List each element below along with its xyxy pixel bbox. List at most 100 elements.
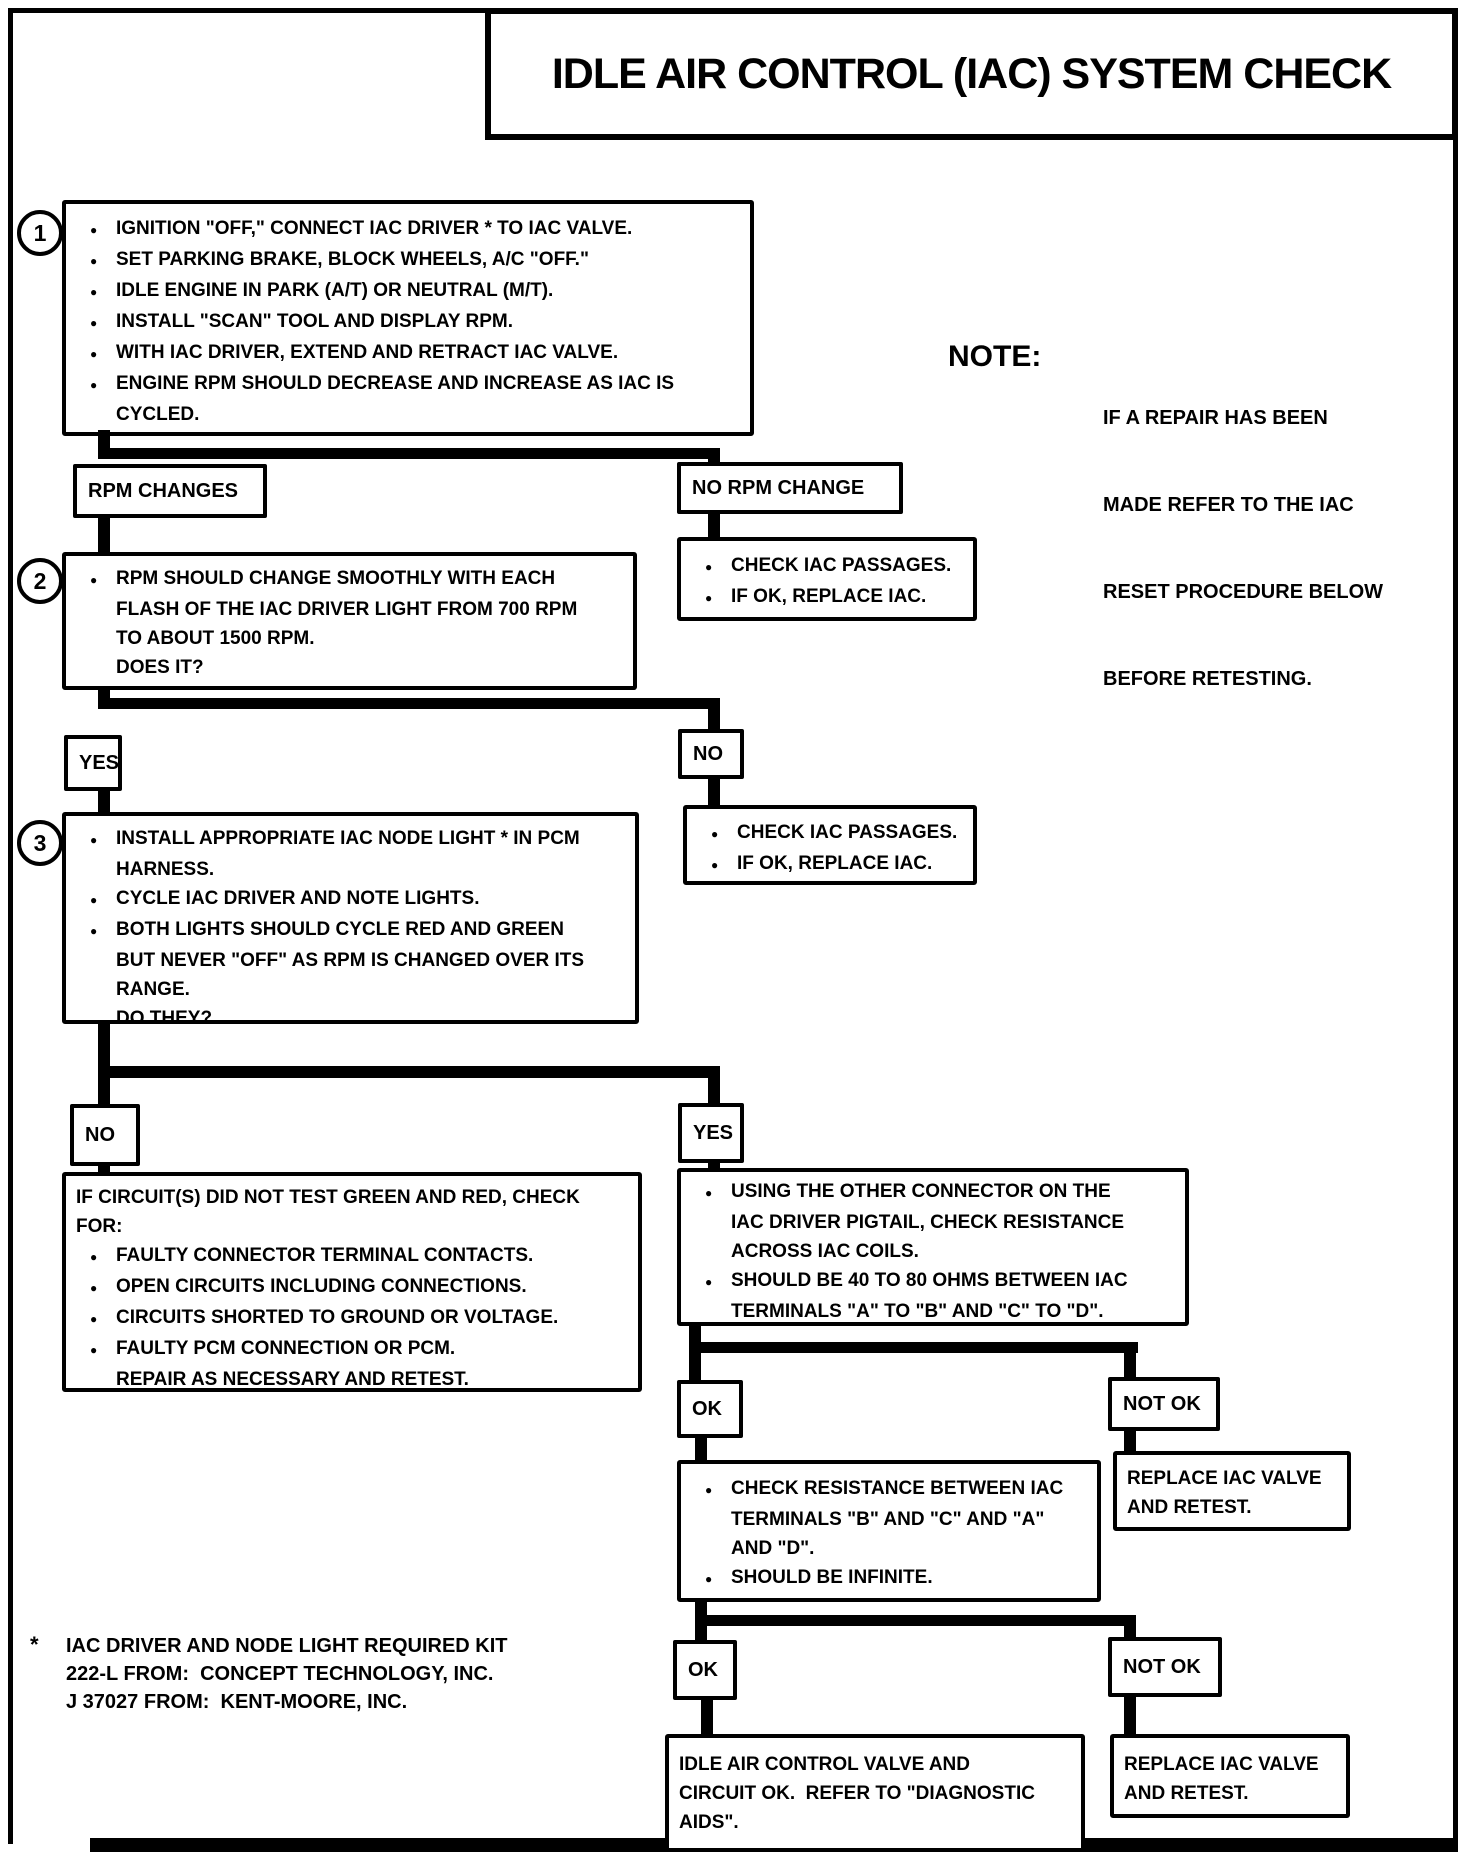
terminal-resistance-line: SHOULD BE INFINITE. <box>731 1567 933 1588</box>
bullet-icon <box>90 307 116 338</box>
footnote-line: IAC DRIVER AND NODE LIGHT REQUIRED KIT <box>66 1635 508 1657</box>
check-iac-line: IF OK, REPLACE IAC. <box>737 853 933 874</box>
bullet-icon <box>705 551 731 582</box>
connector-line <box>708 698 720 731</box>
asterisk-icon: * <box>30 1632 39 1657</box>
connector-line <box>1124 1695 1136 1736</box>
circuit-fault-line: OPEN CIRCUITS INCLUDING CONNECTIONS. <box>116 1276 527 1297</box>
step2-line: DOES IT? <box>116 657 204 678</box>
bullet-icon <box>90 915 116 946</box>
page-title: IDLE AIR CONTROL (IAC) SYSTEM CHECK <box>551 49 1392 98</box>
step2-line: FLASH OF THE IAC DRIVER LIGHT FROM 700 R… <box>116 599 578 620</box>
connector-line <box>708 448 720 466</box>
check-iac-line: CHECK IAC PASSAGES. <box>731 555 952 576</box>
step2-line: RPM SHOULD CHANGE SMOOTHLY WITH EACH <box>116 568 556 589</box>
replace-iac-valve-box-2: REPLACE IAC VALVE AND RETEST. <box>1110 1734 1350 1818</box>
step1-line: CYCLED. <box>116 404 200 425</box>
bullet-icon <box>90 276 116 307</box>
connector-line <box>98 789 110 814</box>
circuit-fault-line: IF CIRCUIT(S) DID NOT TEST GREEN AND RED… <box>76 1187 580 1208</box>
step3-line: BOTH LIGHTS SHOULD CYCLE RED AND GREEN <box>116 919 564 940</box>
connector-line <box>708 512 720 539</box>
connector-line <box>98 516 110 554</box>
coil-resistance-line: IAC DRIVER PIGTAIL, CHECK RESISTANCE <box>731 1212 1125 1233</box>
connector-line <box>98 698 720 709</box>
note-line: RESET PROCEDURE BELOW <box>1103 581 1384 603</box>
step-1-box: IGNITION "OFF," CONNECT IAC DRIVER * TO … <box>62 200 754 436</box>
bullet-icon <box>711 818 737 849</box>
connector-line <box>1124 1429 1136 1453</box>
connector-line <box>1124 1342 1136 1380</box>
connector-line <box>98 1066 720 1078</box>
bullet-icon <box>705 1266 731 1297</box>
step1-line: ENGINE RPM SHOULD DECREASE AND INCREASE … <box>116 373 675 394</box>
note-line: MADE REFER TO THE IAC <box>1103 494 1354 516</box>
step3-line: DO THEY? <box>116 1008 213 1029</box>
decision-yes-2: YES <box>678 1103 744 1163</box>
connector-line <box>1124 1615 1136 1639</box>
diagnostic-aids-line: IDLE AIR CONTROL VALVE AND <box>679 1754 970 1775</box>
coil-resistance-line: SHOULD BE 40 TO 80 OHMS BETWEEN IAC <box>731 1270 1128 1291</box>
connector-line <box>689 1342 1138 1353</box>
bullet-icon <box>705 1563 731 1594</box>
terminal-resistance-line: CHECK RESISTANCE BETWEEN IAC <box>731 1478 1064 1499</box>
step3-line: CYCLE IAC DRIVER AND NOTE LIGHTS. <box>116 888 480 909</box>
decision-ok-1: OK <box>677 1380 743 1438</box>
bullet-icon <box>90 338 116 369</box>
decision-rpm-changes: RPM CHANGES <box>73 464 267 518</box>
note-text: IF A REPAIR HAS BEEN MADE REFER TO THE I… <box>1103 346 1383 752</box>
connector-line <box>695 1615 707 1642</box>
bullet-icon <box>705 1177 731 1208</box>
note-line: BEFORE RETESTING. <box>1103 668 1312 690</box>
step1-line: INSTALL "SCAN" TOOL AND DISPLAY RPM. <box>116 311 514 332</box>
step1-line: IGNITION "OFF," CONNECT IAC DRIVER * TO … <box>116 218 633 239</box>
step-3-box: INSTALL APPROPRIATE IAC NODE LIGHT * IN … <box>62 812 639 1029</box>
check-iac-line: CHECK IAC PASSAGES. <box>737 822 958 843</box>
decision-no-1: NO <box>678 729 744 779</box>
diagnostic-aids-box: IDLE AIR CONTROL VALVE AND CIRCUIT OK. R… <box>665 1734 1085 1852</box>
step3-line: BUT NEVER "OFF" AS RPM IS CHANGED OVER I… <box>116 950 585 971</box>
bullet-icon <box>90 1272 116 1303</box>
replace-valve-line: REPLACE IAC VALVE <box>1127 1468 1322 1489</box>
bullet-icon <box>90 214 116 245</box>
circuit-fault-check-box: IF CIRCUIT(S) DID NOT TEST GREEN AND RED… <box>62 1172 642 1392</box>
bullet-icon <box>705 582 731 613</box>
connector-line <box>695 1436 707 1462</box>
terminal-resistance-box: CHECK RESISTANCE BETWEEN IAC TERMINALS "… <box>677 1460 1101 1602</box>
step-2-box: RPM SHOULD CHANGE SMOOTHLY WITH EACH FLA… <box>62 552 637 690</box>
check-iac-line: IF OK, REPLACE IAC. <box>731 586 927 607</box>
connector-line <box>98 1022 110 1108</box>
decision-yes-1: YES <box>64 735 122 791</box>
bullet-icon <box>90 1241 116 1272</box>
step3-line: RANGE. <box>116 979 190 1000</box>
footnote-line: J 37027 FROM: KENT-MOORE, INC. <box>66 1691 408 1713</box>
decision-not-ok-2: NOT OK <box>1108 1637 1222 1697</box>
circuit-fault-line: REPAIR AS NECESSARY AND RETEST. <box>116 1369 469 1390</box>
title-box: IDLE AIR CONTROL (IAC) SYSTEM CHECK <box>485 8 1458 140</box>
coil-resistance-line: ACROSS IAC COILS. <box>731 1241 919 1262</box>
replace-iac-valve-box-1: REPLACE IAC VALVE AND RETEST. <box>1113 1451 1351 1531</box>
decision-no-2: NO <box>70 1104 140 1166</box>
step1-line: WITH IAC DRIVER, EXTEND AND RETRACT IAC … <box>116 342 619 363</box>
coil-resistance-line: TERMINALS "A" TO "B" AND "C" TO "D". <box>731 1301 1104 1322</box>
step-1-badge: 1 <box>17 210 63 256</box>
decision-ok-2: OK <box>673 1640 737 1700</box>
step2-line: TO ABOUT 1500 RPM. <box>116 628 315 649</box>
replace-valve-line: AND RETEST. <box>1124 1783 1249 1804</box>
circuit-fault-line: CIRCUITS SHORTED TO GROUND OR VOLTAGE. <box>116 1307 559 1328</box>
check-iac-passages-box-a: CHECK IAC PASSAGES. IF OK, REPLACE IAC. <box>677 537 977 621</box>
connector-line <box>689 1342 701 1382</box>
decision-not-ok-1: NOT OK <box>1108 1377 1220 1431</box>
footnote: IAC DRIVER AND NODE LIGHT REQUIRED KIT 2… <box>66 1632 508 1716</box>
bullet-icon <box>90 824 116 855</box>
circuit-fault-line: FAULTY PCM CONNECTION OR PCM. <box>116 1338 456 1359</box>
bullet-icon <box>705 1474 731 1505</box>
note-label: NOTE: <box>948 340 1042 373</box>
diagnostic-aids-line: AIDS". <box>679 1812 739 1833</box>
replace-valve-line: REPLACE IAC VALVE <box>1124 1754 1319 1775</box>
step3-line: INSTALL APPROPRIATE IAC NODE LIGHT * IN … <box>116 828 580 849</box>
connector-line <box>708 777 720 807</box>
step-2-badge: 2 <box>17 558 63 604</box>
footnote-line: 222-L FROM: CONCEPT TECHNOLOGY, INC. <box>66 1663 494 1685</box>
